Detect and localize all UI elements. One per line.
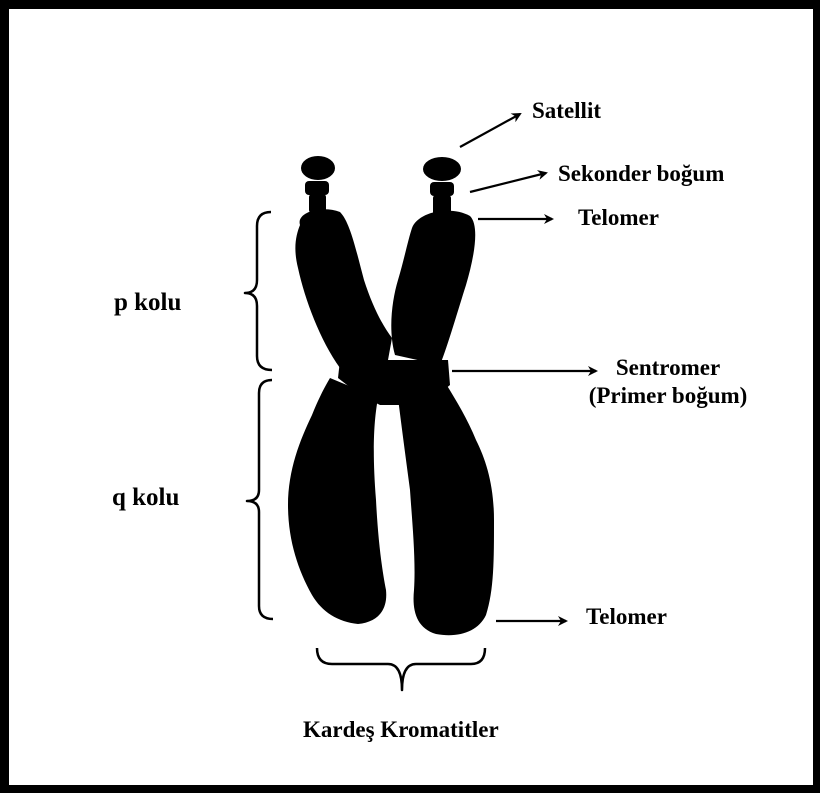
telomere-top-label: Telomer: [578, 206, 659, 229]
q-arm-label: q kolu: [112, 485, 179, 510]
left-secondary-constriction: [309, 194, 326, 213]
sister-chromatids-label: Kardeş Kromatitler: [303, 718, 499, 741]
telomere-bottom-label: Telomer: [586, 605, 667, 628]
right-chromatid-q-arm: [398, 384, 494, 635]
p-arm-label: p kolu: [114, 290, 181, 315]
satellite-arrow: [460, 114, 520, 147]
right-chromatid-p-arm: [391, 211, 475, 365]
q-arm-bracket: [247, 380, 273, 619]
right-secondary-constriction: [433, 195, 451, 216]
left-chromatid-p-arm: [295, 209, 392, 368]
p-arm-bracket: [245, 212, 272, 370]
centromere-label: Sentromer: [568, 356, 768, 379]
secondary-constriction-label: Sekonder boğum: [558, 162, 724, 185]
primary-constriction-label: (Primer boğum): [563, 384, 773, 407]
right-satellite-stalk: [430, 182, 454, 196]
right-satellite: [423, 157, 461, 181]
secondary-constriction-arrow: [470, 173, 546, 192]
left-chromatid-q-arm: [288, 378, 386, 624]
sister-chromatids-bracket: [317, 648, 485, 690]
left-satellite-stalk: [305, 181, 329, 195]
chromosome: [288, 156, 494, 635]
satellite-label: Satellit: [532, 99, 601, 122]
left-satellite: [301, 156, 335, 180]
